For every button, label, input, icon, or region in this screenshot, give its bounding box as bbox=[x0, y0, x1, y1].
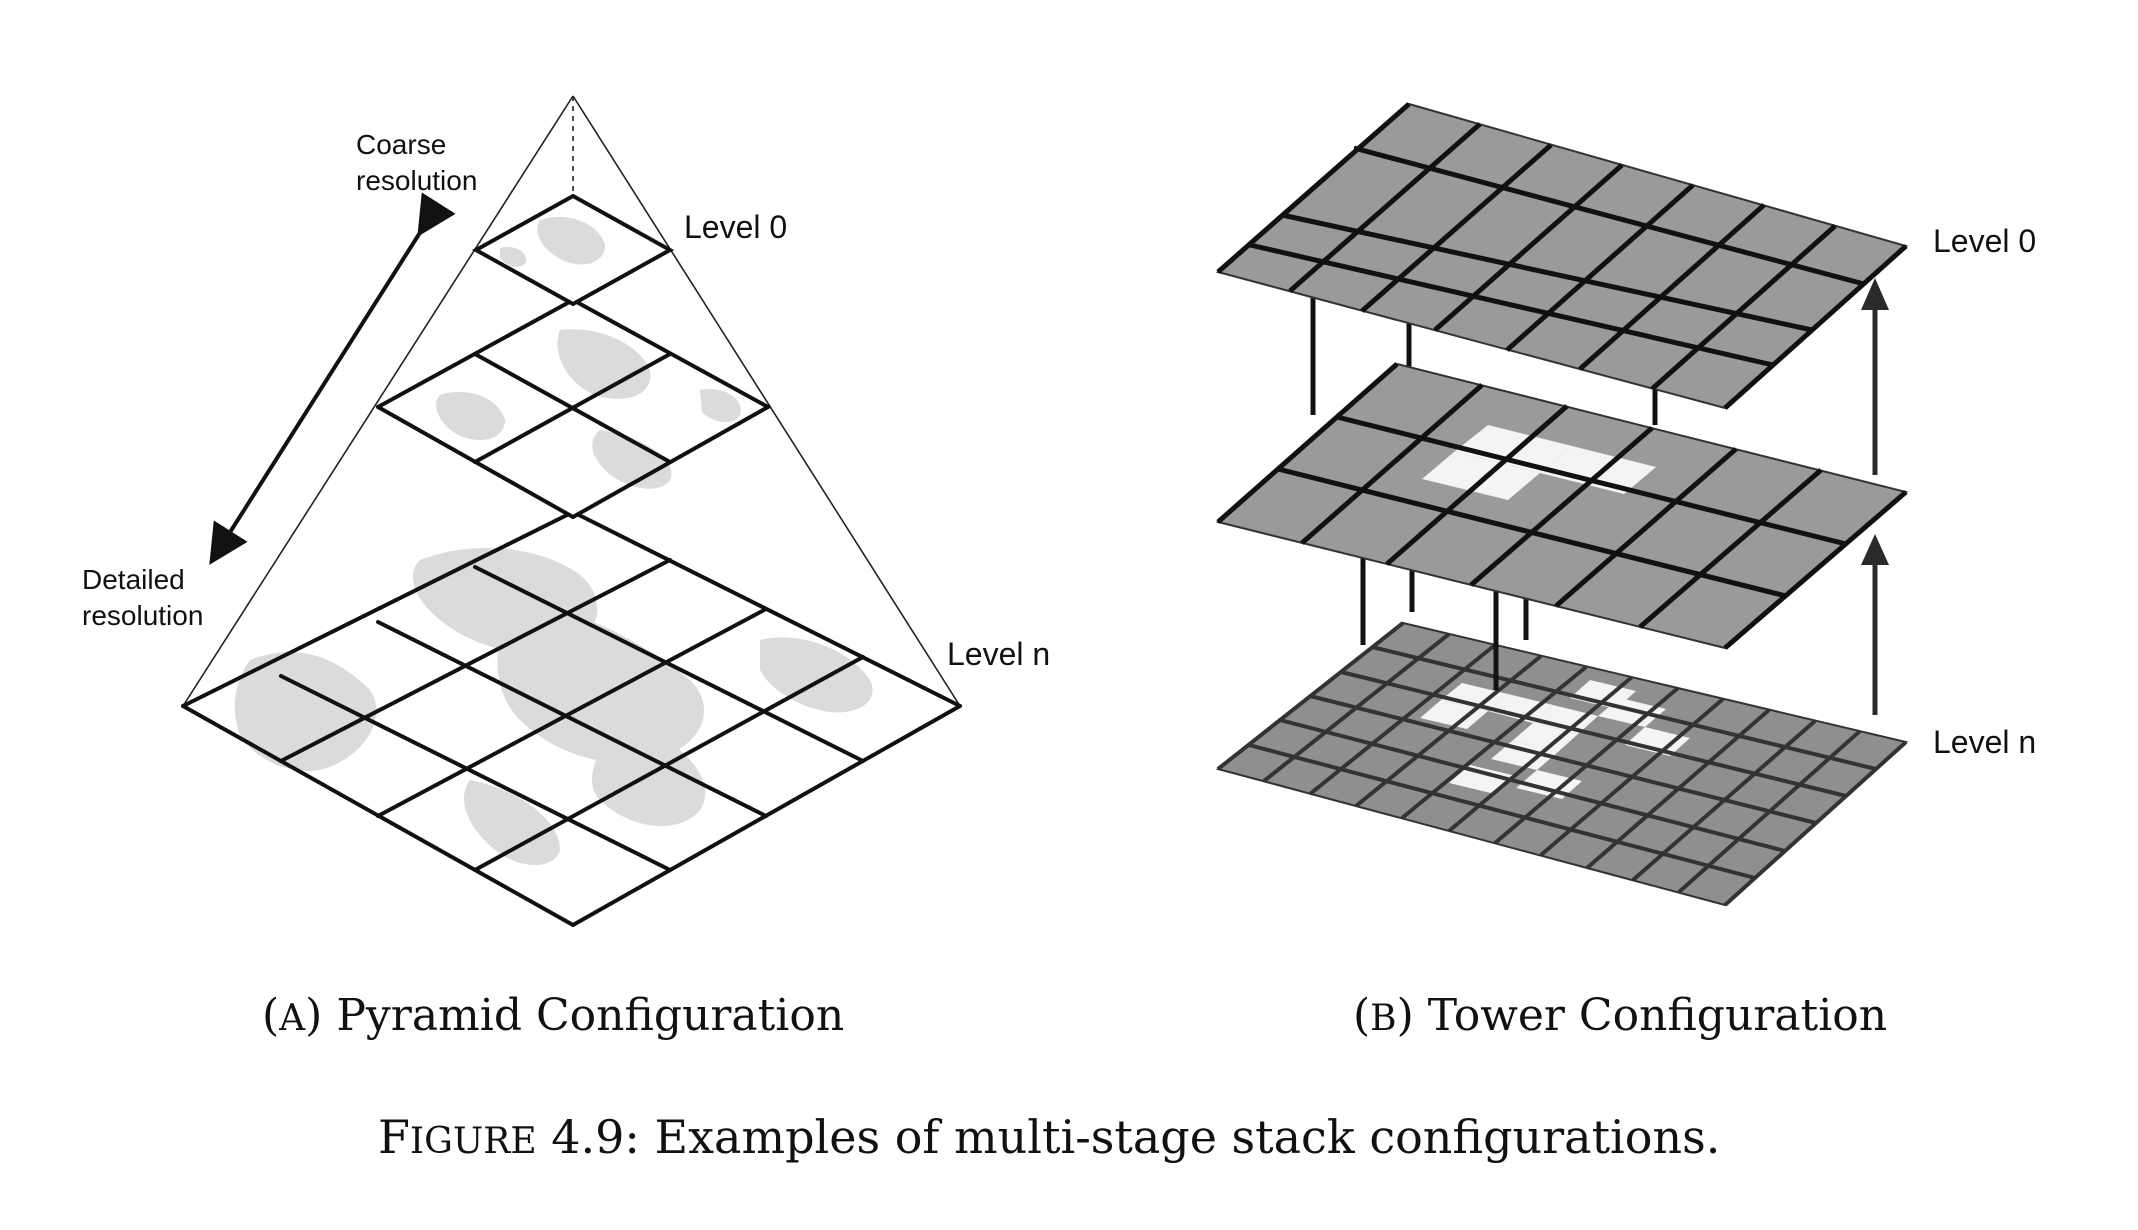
caption-a: (A) Pyramid Configuration bbox=[262, 990, 844, 1041]
figure-caption: FIGURE 4.9: Examples of multi-stage stac… bbox=[378, 1110, 1720, 1164]
coarse-resolution-label-line2: resolution bbox=[356, 165, 477, 196]
tower-level-n-light-cells bbox=[1420, 680, 1690, 799]
tower-diagram: Level 0 Level n bbox=[1215, 102, 2036, 907]
pyramid-level-n-label: Level n bbox=[947, 636, 1050, 672]
caption-b-open: ( bbox=[1353, 990, 1370, 1041]
caption-b-text: ) Tower Configuration bbox=[1397, 990, 1888, 1041]
coarse-resolution-label-line1: Coarse bbox=[356, 129, 446, 160]
tower-level-n-plate bbox=[1215, 621, 1909, 907]
pyramid-diagram: Coarse resolution Detailed resolution Le… bbox=[82, 95, 1050, 927]
caption-a-text: ) Pyramid Configuration bbox=[305, 990, 844, 1041]
caption-b: (B) Tower Configuration bbox=[1353, 990, 1887, 1041]
figure-caption-smallcaps: IGURE bbox=[410, 1121, 537, 1162]
figure-caption-initial: F bbox=[378, 1110, 410, 1164]
tower-level-n-label: Level n bbox=[1933, 724, 2036, 760]
captions: (A) Pyramid Configuration (B) Tower Conf… bbox=[262, 990, 1887, 1164]
level-n-plate bbox=[181, 510, 962, 927]
caption-b-letter: B bbox=[1370, 998, 1396, 1039]
tower-level-1-light-cells bbox=[1422, 425, 1656, 500]
tower-level-0-label: Level 0 bbox=[1933, 223, 2036, 259]
caption-a-open: ( bbox=[262, 990, 279, 1041]
map-shading bbox=[234, 548, 873, 865]
tower-level-1-plate bbox=[1215, 362, 1909, 650]
resolution-arrow bbox=[209, 192, 456, 565]
tower-level-0-plate bbox=[1215, 102, 1909, 410]
pyramid-right-edge bbox=[572, 95, 961, 707]
level-0-plate bbox=[471, 193, 675, 307]
level-1-plate bbox=[376, 298, 770, 519]
figure-caption-text: 4.9: Examples of multi-stage stack confi… bbox=[537, 1110, 1721, 1164]
pyramid-level-0-label: Level 0 bbox=[684, 209, 787, 245]
detailed-resolution-label-line2: resolution bbox=[82, 600, 203, 631]
caption-a-letter: A bbox=[278, 998, 306, 1039]
tower-up-arrows bbox=[1861, 278, 1889, 715]
detailed-resolution-label-line1: Detailed bbox=[82, 564, 185, 595]
